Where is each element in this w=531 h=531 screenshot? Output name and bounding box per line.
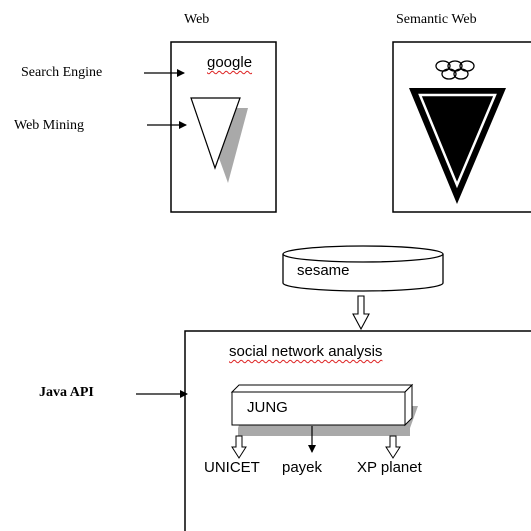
java-api-label: Java API (39, 385, 94, 400)
jung-to-unicet-arrow (231, 435, 247, 459)
output-xp-planet: XP planet (357, 459, 422, 476)
jung-slab (230, 383, 418, 436)
web-mining-funnel (190, 97, 241, 170)
web-title: Web (184, 12, 210, 27)
sesame-label: sesame (297, 262, 350, 279)
analysis-title: social network analysis (229, 344, 382, 359)
semantic-funnel-outline (418, 93, 497, 189)
output-payek: payek (282, 459, 323, 476)
web-mining-label: Web Mining (14, 118, 85, 133)
search-engine-label: Search Engine (21, 65, 103, 80)
sesame-cylinder (282, 245, 444, 292)
analysis-title-text: social network analysis (229, 343, 383, 360)
semantic-funnel (409, 88, 506, 204)
output-unicet: UNICET (204, 459, 260, 476)
google-label: google (207, 54, 253, 71)
semantic-web-title: Semantic Web (396, 12, 477, 27)
rings-icon (435, 60, 475, 80)
sesame-to-analysis-arrow (352, 295, 370, 331)
jung-label: JUNG (247, 399, 288, 416)
jung-to-xp-planet-arrow (385, 435, 401, 459)
